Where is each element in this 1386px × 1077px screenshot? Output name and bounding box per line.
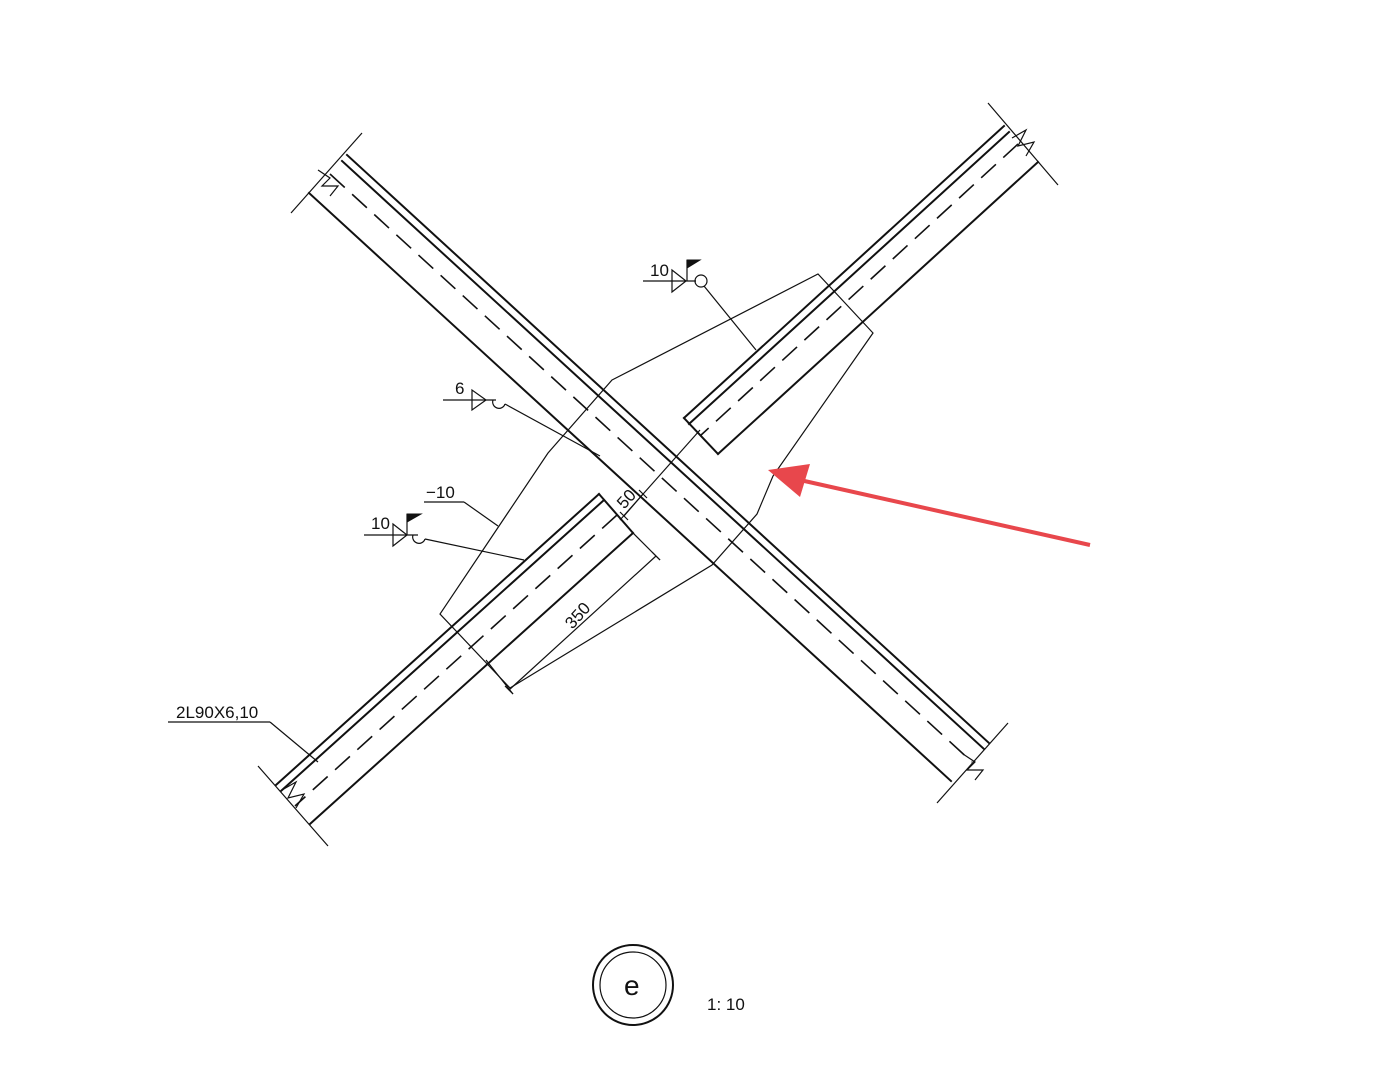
weld-symbol-top: 10 — [643, 259, 757, 351]
continuous-angle-member — [290, 132, 1009, 804]
member-spec-callout: 2L90X6,10 — [168, 703, 319, 763]
detail-scale: 1: 10 — [707, 995, 745, 1014]
dimension-350-label: 350 — [561, 599, 594, 633]
member-spec-label: 2L90X6,10 — [176, 703, 258, 722]
weld-symbol-mid: 6 — [443, 379, 601, 457]
plate-thickness-callout: −10 — [424, 483, 499, 527]
gusset-plate — [439, 273, 874, 689]
weld-size-left: 10 — [371, 514, 390, 533]
upper-right-angle-member — [682, 102, 1059, 456]
detail-marker: e 1: 10 — [592, 944, 745, 1026]
plate-thickness-label: −10 — [426, 483, 455, 502]
detail-id: e — [624, 970, 640, 1001]
dimension-50-label: 50 — [613, 486, 640, 513]
annotation-arrow-icon — [768, 464, 1091, 547]
weld-symbol-left: 10 — [364, 513, 525, 561]
weld-size-mid: 6 — [455, 379, 464, 398]
lower-left-angle-member — [257, 492, 635, 847]
weld-size-top: 10 — [650, 261, 669, 280]
